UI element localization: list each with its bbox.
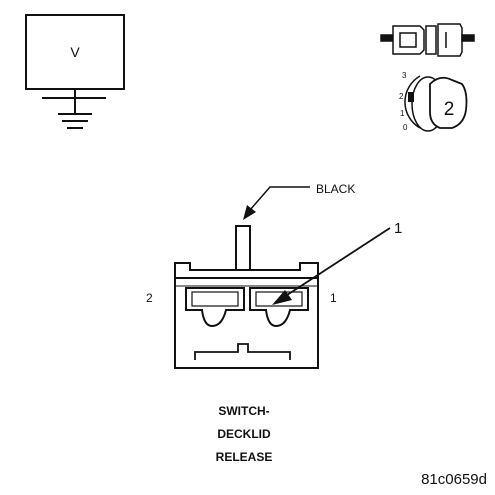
callout-arrow — [272, 227, 391, 305]
ground-icon — [42, 89, 106, 129]
connector-housing — [174, 225, 319, 369]
wire-color-leader — [243, 186, 310, 220]
caption-line-3: RELEASE — [216, 450, 273, 464]
callout-number: 1 — [394, 220, 402, 237]
key-position-badge: 2 — [444, 99, 455, 120]
key-position-1: 1 — [400, 109, 405, 118]
key-position-3: 3 — [402, 71, 407, 80]
pin-2-label: 2 — [146, 291, 153, 305]
caption-line-1: SWITCH- — [218, 404, 269, 418]
caption-line-2: DECKLID — [217, 427, 271, 441]
voltmeter-label: V — [70, 44, 80, 60]
ignition-key-icon: 3 2 1 0 2 — [399, 71, 468, 132]
wire-color-label: BLACK — [316, 182, 355, 196]
key-position-0: 0 — [403, 123, 408, 132]
connector-plug-icon — [380, 23, 475, 57]
key-position-2: 2 — [399, 92, 404, 101]
voltmeter-symbol: V — [25, 14, 125, 129]
pin-1-label: 1 — [330, 291, 337, 305]
figure-id: 81c0659d — [421, 471, 487, 488]
